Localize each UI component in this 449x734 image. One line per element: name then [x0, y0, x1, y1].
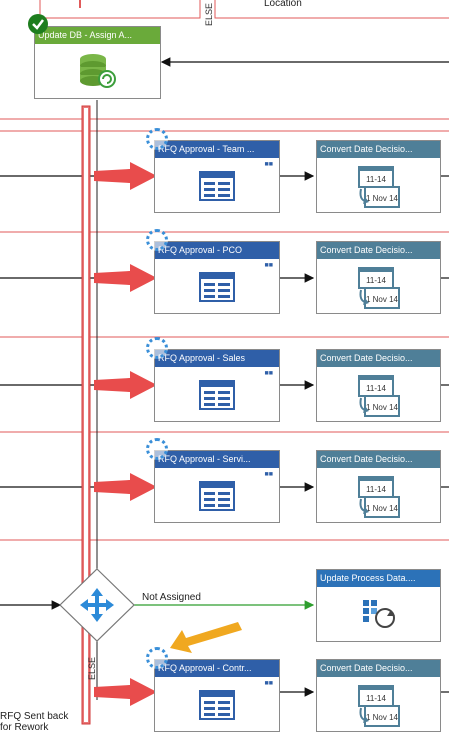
convert-date-title: Convert Date Decisio... — [317, 350, 440, 367]
convert-date-node[interactable]: Convert Date Decisio... 11-14 1 Nov 14 — [316, 349, 441, 422]
calendar-date-text: 11-14 — [366, 276, 386, 285]
convert-date-node[interactable]: Convert Date Decisio... 11-14 1 Nov 14 — [316, 241, 441, 314]
switch-else-label: ELSE — [87, 656, 97, 680]
convert-date-node[interactable]: Convert Date Decisio... 11-14 1 Nov 14 — [316, 659, 441, 732]
rfq-approval-node[interactable]: RFQ Approval - Team ... ■■ — [154, 140, 280, 213]
calendar-date-text: 11-14 — [366, 694, 386, 703]
rfq-approval-title: RFQ Approval - Team ... — [155, 141, 279, 158]
rfq-approval-node[interactable]: RFQ Approval - Sales ■■ — [154, 349, 280, 422]
more-dots-icon: ■■ — [264, 161, 273, 168]
not-assigned-label: Not Assigned — [142, 592, 201, 603]
calendar-date-text: 11-14 — [366, 485, 386, 494]
calendar-date-text: 11-14 — [366, 175, 386, 184]
calendar-date-text: 11-14 — [366, 384, 386, 393]
database-icon — [80, 54, 116, 88]
convert-date-title: Convert Date Decisio... — [317, 451, 440, 468]
pending-spinner-icon — [146, 647, 168, 669]
calendar-date-text-long: 1 Nov 14 — [366, 295, 399, 304]
convert-date-title: Convert Date Decisio... — [317, 242, 440, 259]
calendar-date-text-long: 1 Nov 14 — [366, 504, 399, 513]
rfq-approval-title: RFQ Approval - Sales — [155, 350, 279, 367]
update-process-title: Update Process Data.... — [317, 570, 440, 587]
form-icon — [199, 481, 235, 511]
form-icon — [199, 690, 235, 720]
pending-spinner-icon — [146, 337, 168, 359]
more-dots-icon: ■■ — [264, 680, 273, 687]
rfq-approval-node[interactable]: RFQ Approval - Contr... ■■ — [154, 659, 280, 732]
more-dots-icon: ■■ — [264, 262, 273, 269]
update-db-node[interactable]: Update DB - Assign A... — [34, 26, 161, 99]
calendar-convert-icon: 11-14 1 Nov 14 — [358, 685, 400, 727]
calendar-date-text-long: 1 Nov 14 — [366, 403, 399, 412]
calendar-date-text-long: 1 Nov 14 — [366, 194, 399, 203]
process-update-icon — [363, 600, 395, 628]
form-icon — [199, 171, 235, 201]
more-dots-icon: ■■ — [264, 471, 273, 478]
switch-arrows-icon — [80, 588, 114, 622]
top-branch-frame — [39, 0, 201, 19]
rfq-approval-node[interactable]: RFQ Approval - PCO ■■ — [154, 241, 280, 314]
completed-check-icon — [28, 14, 48, 34]
row-separators — [0, 118, 449, 541]
form-icon — [199, 272, 235, 302]
switch-decision-node[interactable] — [59, 568, 135, 642]
calendar-convert-icon: 11-14 1 Nov 14 — [358, 375, 400, 417]
rework-label: RFQ Sent back for Rework — [0, 711, 69, 733]
location-label: Location — [264, 0, 302, 9]
calendar-convert-icon: 11-14 1 Nov 14 — [358, 476, 400, 518]
pending-spinner-icon — [146, 438, 168, 460]
convert-date-node[interactable]: Convert Date Decisio... 11-14 1 Nov 14 — [316, 450, 441, 523]
top-branch-frame-right — [214, 0, 449, 19]
form-icon — [199, 380, 235, 410]
top-else-label: ELSE — [204, 2, 214, 26]
rfq-approval-node[interactable]: RFQ Approval - Servi... ■■ — [154, 450, 280, 523]
convert-date-title: Convert Date Decisio... — [317, 660, 440, 677]
update-db-title: Update DB - Assign A... — [35, 27, 160, 44]
more-dots-icon: ■■ — [264, 370, 273, 377]
highlight-bar-inner — [84, 108, 88, 722]
rfq-approval-title: RFQ Approval - Contr... — [155, 660, 279, 677]
rfq-approval-title: RFQ Approval - Servi... — [155, 451, 279, 468]
update-process-data-node[interactable]: Update Process Data.... — [316, 569, 441, 642]
calendar-convert-icon: 11-14 1 Nov 14 — [358, 267, 400, 309]
calendar-convert-icon: 11-14 1 Nov 14 — [358, 166, 400, 208]
calendar-date-text-long: 1 Nov 14 — [366, 713, 399, 722]
red-annotation-arrows — [94, 162, 157, 706]
rfq-approval-title: RFQ Approval - PCO — [155, 242, 279, 259]
convert-date-node[interactable]: Convert Date Decisio... 11-14 1 Nov 14 — [316, 140, 441, 213]
pending-spinner-icon — [146, 128, 168, 150]
pending-spinner-icon — [146, 229, 168, 251]
orange-annotation-arrow — [170, 622, 242, 653]
convert-date-title: Convert Date Decisio... — [317, 141, 440, 158]
